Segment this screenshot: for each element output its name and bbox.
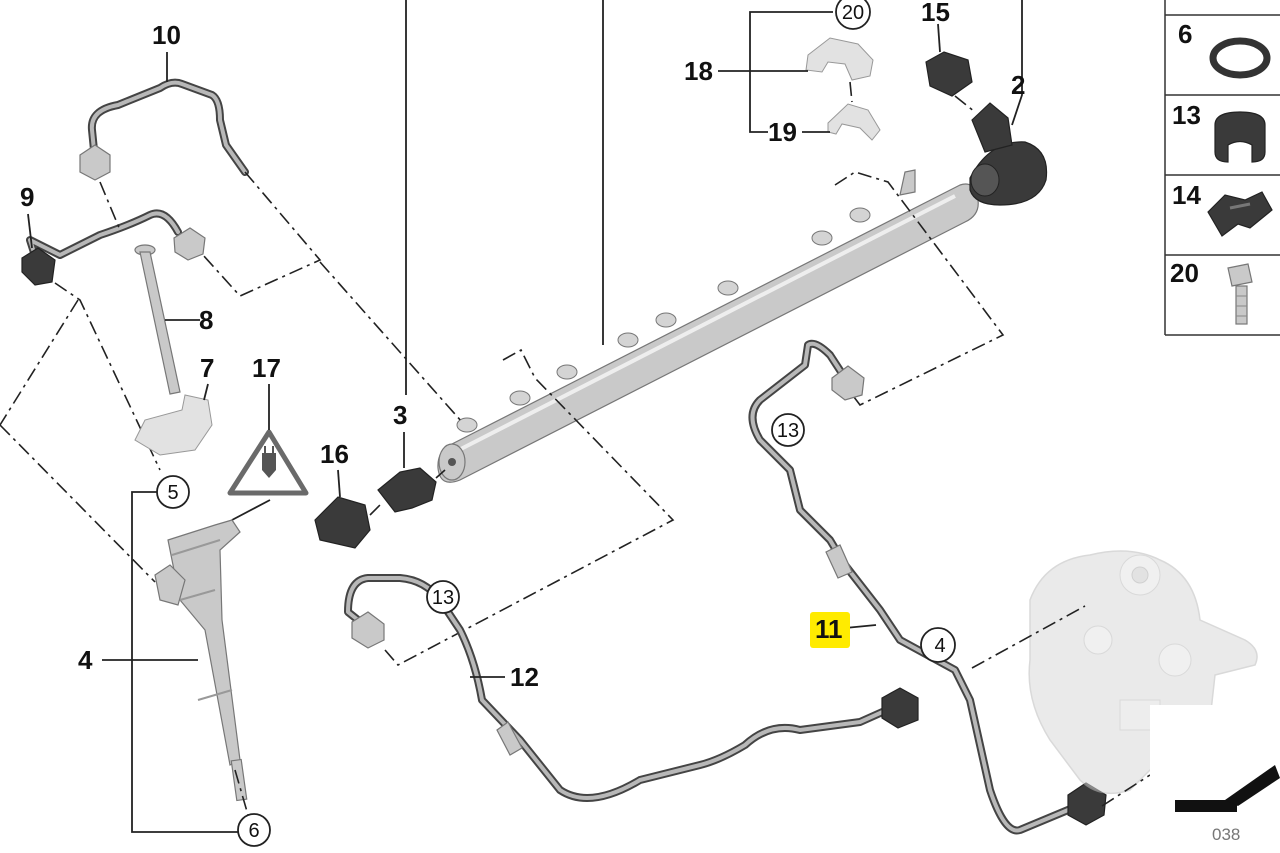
callout-17: 17: [252, 353, 281, 383]
rail-clamps: [718, 11, 881, 141]
injector-line-9: [21, 209, 206, 286]
connector-3: [377, 432, 446, 513]
circled-ref-5: 5: [167, 482, 178, 504]
circled-ref-13b-ring: [771, 413, 805, 447]
fuel-line-11: [748, 339, 1107, 835]
circled-ref-6: 6: [248, 820, 259, 842]
warning-triangle-17: [227, 384, 309, 521]
pipe-clip-icon: [1207, 191, 1273, 237]
injector-bolt-8: [134, 244, 200, 395]
circled-ref-4-ring: [920, 627, 956, 663]
injector-line-10: [79, 78, 249, 181]
diagram-id: 038: [1212, 825, 1240, 844]
circled-ref-5-ring: [156, 475, 190, 509]
circled-ref-13a-ring: [426, 580, 460, 614]
callout-11-highlight: [810, 612, 850, 648]
callout-4: 4: [78, 645, 93, 675]
callout-11: 11: [815, 614, 843, 644]
callout-12: 12: [510, 662, 539, 692]
seal-ring-icon: [1209, 37, 1271, 79]
circled-ref-20: 20: [842, 2, 864, 24]
circled-ref-20-ring: [835, 0, 871, 30]
circled-ref-13b: 13: [777, 420, 799, 442]
side-panel: 6 13 14 20: [1164, 0, 1280, 336]
fuel-injector-4: [154, 519, 249, 816]
rubber-grommet-icon: [1214, 111, 1266, 163]
fuel-line-12: [344, 574, 919, 802]
callout-15: 15: [921, 0, 950, 27]
side-panel-label-6: 6: [1178, 19, 1192, 49]
callout-9: 9: [20, 182, 34, 212]
callout-19: 19: [768, 117, 797, 147]
callout-7: 7: [200, 353, 214, 383]
clamping-claw-7: [134, 383, 213, 456]
connector-15: [925, 23, 976, 113]
callout-16: 16: [320, 439, 349, 469]
side-panel-label-13: 13: [1172, 100, 1201, 130]
fuel-rail: [437, 169, 979, 483]
circled-ref-13a: 13: [432, 587, 454, 609]
callout-18: 18: [684, 56, 713, 86]
pressure-sensor: [969, 102, 1048, 206]
circled-ref-6-ring: [237, 813, 271, 847]
circled-ref-4: 4: [934, 635, 945, 657]
callout-3: 3: [393, 400, 407, 430]
callout-2: 2: [1011, 70, 1025, 100]
side-panel-label-20: 20: [1170, 258, 1199, 288]
callout-10: 10: [152, 20, 181, 50]
plug-16: [314, 496, 381, 549]
callout-8: 8: [199, 305, 213, 335]
side-panel-label-14: 14: [1172, 180, 1201, 210]
corner-symbol: [1150, 705, 1280, 825]
bolt-icon: [1227, 263, 1253, 325]
